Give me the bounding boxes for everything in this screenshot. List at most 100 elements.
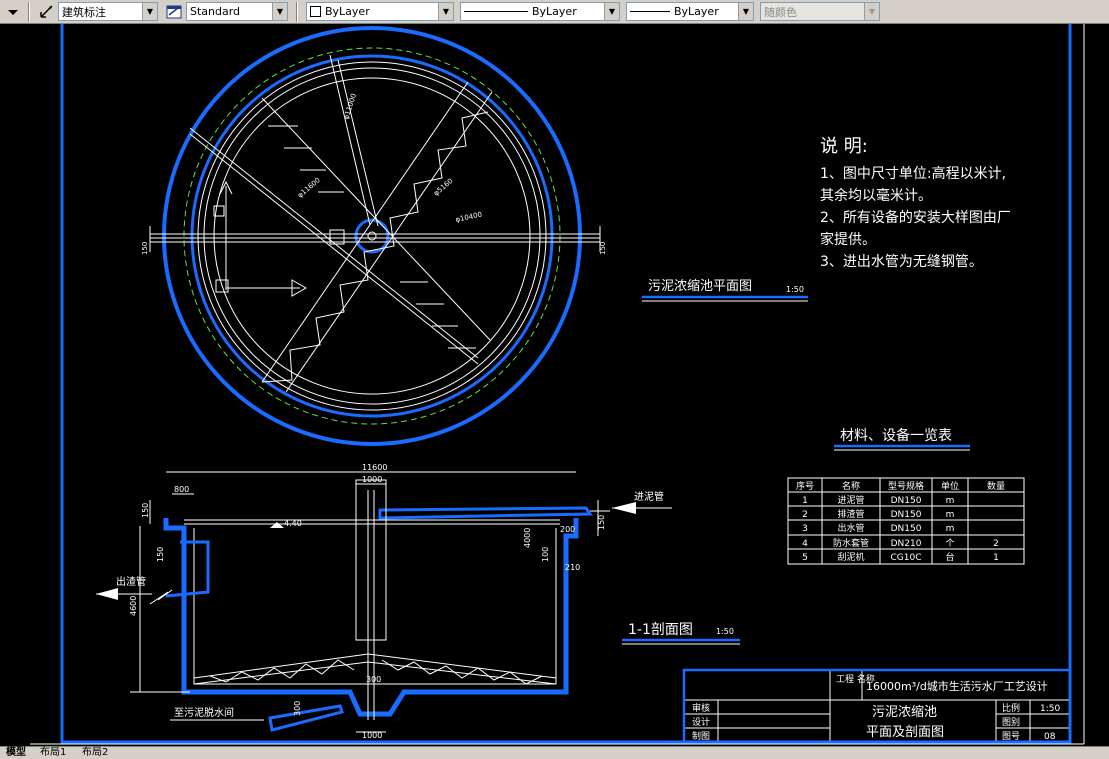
dim-200: 200: [560, 525, 575, 534]
type-label: 图别: [1002, 717, 1020, 728]
equipment-table: 材料、设备一览表 序号 名称 型号规格 单位 数量 1 进泥管 DN150 m: [787, 427, 1025, 565]
outer-wall-ring: [162, 26, 582, 446]
drawing-name-line-1: 污泥浓缩池: [872, 704, 937, 720]
lineweight-sample-icon: [630, 11, 670, 12]
toolbar-separator: [28, 2, 30, 22]
table-cell: 5: [802, 553, 808, 563]
draw-label: 制图: [692, 730, 710, 742]
table-header: 型号规格: [888, 480, 924, 492]
linetype-select[interactable]: ByLayer ▼: [460, 2, 620, 21]
inlet-box: [213, 205, 225, 217]
table-cell: 刮泥机: [837, 551, 864, 563]
dim-150-b: 150: [156, 547, 165, 562]
table-cell: 1: [802, 496, 808, 506]
number-label: 图号: [1002, 731, 1020, 742]
drawing-name-line-2: 平面及剖面图: [866, 725, 944, 740]
table-cell: DN150: [891, 510, 922, 520]
chevron-down-icon[interactable]: ▼: [272, 3, 287, 20]
title-block-border: [682, 668, 1072, 744]
plan-title: 污泥浓缩池平面图: [648, 278, 752, 294]
notes-line-1: 1、图中尺寸单位:高程以米计,: [820, 165, 1006, 182]
table-header: 序号: [796, 480, 814, 492]
center-well: [354, 218, 390, 254]
plan-scale: 1:50: [786, 285, 804, 294]
plan-dim-5160: φ5160: [432, 177, 454, 198]
chevron-down-icon[interactable]: ▼: [438, 3, 453, 20]
plan-dim-11600: φ11600: [296, 176, 322, 199]
inlet-arrow-icon: [612, 502, 636, 514]
textstyle-select[interactable]: Standard ▼: [186, 2, 288, 21]
dim-height: 4600: [129, 596, 138, 616]
dimstyle-select[interactable]: 建筑标注 ▼: [58, 2, 158, 21]
scraper-truss-b: [189, 54, 491, 365]
dim-100: 100: [541, 547, 550, 562]
color-swatch-icon: [310, 6, 321, 17]
color-select[interactable]: ByLayer ▼: [306, 2, 454, 21]
plan-dim-10400: φ10400: [455, 211, 483, 224]
outlet-label: 出渣管: [116, 575, 146, 588]
notes-title: 说 明:: [820, 136, 868, 157]
notes-line-4: 家提供。: [820, 231, 876, 248]
textstyle-icon[interactable]: [165, 3, 183, 21]
chevron-down-icon[interactable]: ▼: [604, 3, 619, 20]
notes-line-2: 其余均以毫米计。: [820, 187, 932, 204]
chevron-down-icon[interactable]: ▼: [142, 3, 157, 20]
dimstyle-icon[interactable]: [38, 3, 56, 21]
table-header: 数量: [987, 480, 1005, 492]
title-block: 工程 名称 16000m³/d城市生活污水厂工艺设计 审核 设计 制图 污泥浓缩…: [682, 668, 1072, 744]
scraper-truss-section: [193, 653, 557, 685]
linetype-sample-icon: [464, 11, 528, 12]
scraper-truss-a: [261, 81, 493, 393]
section-view: 11600 1000 800 150 150 4600 150 200 210 …: [96, 463, 740, 740]
inlet-label: 进泥管: [634, 490, 664, 503]
properties-toolbar: 建筑标注 ▼ Standard ▼ ByLayer ▼ ByLayer ▼ By…: [0, 0, 1109, 24]
notes-line-5: 3、进出水管为无缝钢管。: [820, 254, 983, 270]
lineweight-value: ByLayer: [674, 5, 719, 18]
table-cell: 4: [802, 539, 808, 549]
table-header: 名称: [842, 480, 860, 492]
drawing-canvas[interactable]: φ11000 φ11600 φ5160 φ10400 150 150 污泥浓缩池…: [0, 24, 1109, 746]
table-cell: m: [946, 510, 955, 520]
table-cell: CG10C: [891, 553, 922, 563]
tank-wall-inner: [193, 528, 557, 685]
outlet-arrow-icon: [96, 588, 118, 600]
dim-4000: 4000: [523, 528, 532, 548]
table-header: 单位: [941, 480, 959, 492]
dropdown-arrow-icon[interactable]: [4, 3, 22, 21]
table-cell: 台: [945, 551, 954, 563]
plan-dim-11000: φ11000: [342, 93, 358, 121]
table-cell: 出水管: [837, 522, 864, 534]
table-cell: m: [946, 524, 955, 534]
center-column: [355, 479, 387, 641]
table-cell: 排渣管: [837, 508, 864, 520]
table-cell: 个: [945, 538, 954, 549]
color-value: ByLayer: [325, 5, 370, 18]
tab-model[interactable]: 模型: [6, 747, 26, 758]
table-cell: 2: [802, 510, 808, 520]
plan-dim-right: 150: [599, 242, 607, 255]
dim-total: 11600: [362, 463, 387, 472]
number-value: 08: [1044, 732, 1056, 742]
tab-layout1[interactable]: 布局1: [40, 747, 67, 758]
design-label: 设计: [692, 716, 710, 728]
review-label: 审核: [692, 702, 710, 714]
table-title: 材料、设备一览表: [840, 427, 952, 444]
chevron-down-icon[interactable]: ▼: [738, 3, 753, 20]
lineweight-select[interactable]: ByLayer ▼: [626, 2, 754, 21]
textstyle-value: Standard: [190, 5, 241, 18]
tab-layout2[interactable]: 布局2: [82, 747, 109, 758]
dim-210: 210: [565, 563, 580, 572]
plotstyle-value: 随颜色: [764, 5, 797, 19]
ratio-label: 比例: [1002, 702, 1020, 714]
layout-tabs: 模型 布局1 布局2: [0, 746, 1109, 759]
drain-pipe: [268, 704, 344, 732]
section-scale: 1:50: [716, 627, 734, 636]
table-cell: 1: [993, 553, 999, 563]
project-name: 16000m³/d城市生活污水厂工艺设计: [866, 679, 1048, 693]
table-cell: 3: [802, 524, 808, 534]
plotstyle-select: 随颜色 ▼: [760, 2, 880, 21]
dim-300: 300: [293, 701, 302, 716]
plan-view: φ11000 φ11600 φ5160 φ10400 150 150 污泥浓缩池…: [141, 26, 808, 446]
inlet-pipe: [378, 506, 593, 520]
ratio-value: 1:50: [1040, 704, 1060, 714]
